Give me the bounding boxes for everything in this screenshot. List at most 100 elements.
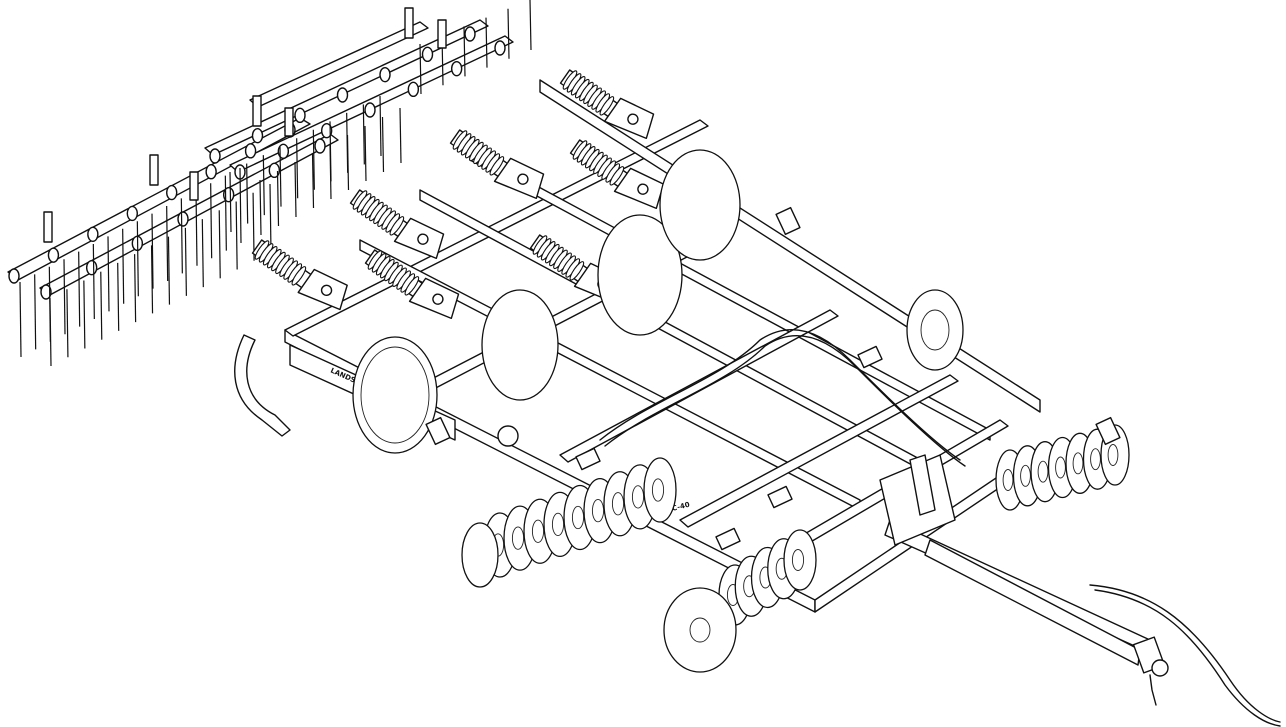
harrow-tine <box>122 228 125 304</box>
harrow-tine <box>151 213 154 289</box>
harrow-tine <box>167 236 171 305</box>
harrow-bushing <box>47 247 60 263</box>
harrow-tine <box>63 259 66 335</box>
harrow-tine <box>218 210 221 279</box>
harrow-tine <box>49 297 52 367</box>
harrow-tine <box>507 8 510 59</box>
hydraulic-hose-a <box>1089 584 1281 723</box>
harrow-tine <box>229 171 232 233</box>
disc-gang-right <box>995 424 1130 511</box>
harrow-tine <box>150 245 154 314</box>
disc-blade <box>643 457 677 523</box>
hydraulic-hose-b <box>1094 589 1281 727</box>
harrow-bushing <box>87 226 99 242</box>
harrow-bushing <box>320 122 333 139</box>
harrow-bushing <box>177 211 189 227</box>
coil-spring <box>349 189 445 260</box>
harrow-bushing <box>8 268 20 284</box>
harrow-tines <box>19 0 532 367</box>
harrow-tine <box>381 116 385 173</box>
gauge-wheel-right <box>906 289 964 371</box>
coil-spring <box>364 249 460 320</box>
harrow-tine <box>201 219 204 288</box>
harrow-tine <box>78 251 81 327</box>
disc-blade <box>783 529 817 591</box>
roller-center <box>481 289 559 401</box>
ripper-shank <box>234 334 291 437</box>
safety-chain <box>1149 674 1157 706</box>
harrow-tine <box>34 274 37 350</box>
harrow-tine <box>224 175 227 251</box>
harrow-tine <box>246 163 249 224</box>
harrow-tine <box>66 289 69 358</box>
harrow-bushing <box>464 26 476 42</box>
harrow-bushing <box>126 205 138 222</box>
harrow-tine <box>485 17 488 68</box>
harrow-tine <box>180 198 183 274</box>
rear-harrow-assembly <box>7 0 532 367</box>
harrow-bushing <box>450 60 463 77</box>
harrow-tine <box>235 201 238 270</box>
harrow-tine <box>92 243 95 320</box>
hitch-tongue <box>599 328 1281 727</box>
harrow-tine <box>239 167 242 244</box>
harrow-tine <box>399 107 402 164</box>
harrow-bushing <box>294 107 306 124</box>
harrow-bushing <box>277 143 290 160</box>
harrow-tine <box>529 0 532 51</box>
harrow-tine <box>311 152 315 209</box>
harrow-tine <box>279 146 282 207</box>
harrow-tine <box>195 190 198 266</box>
harrow-tine <box>184 227 187 296</box>
transport-wheel <box>461 522 737 673</box>
disc-gang-lower <box>718 529 817 626</box>
harrow-tine <box>259 179 262 236</box>
harrow-tine <box>364 125 367 182</box>
coil-spring <box>251 239 348 311</box>
harrow-bushing <box>494 40 506 56</box>
harrow-tine <box>210 183 213 259</box>
harrow-bushing <box>364 102 376 118</box>
harrow-tine <box>463 26 466 77</box>
harrow-bushing <box>209 148 221 164</box>
harrow-tine <box>136 221 139 297</box>
harrow-bushing <box>407 81 420 98</box>
harrow-tine <box>19 281 22 358</box>
harrow-tine <box>419 43 422 95</box>
coil-spring <box>569 139 665 210</box>
harrow-bushing <box>421 46 434 63</box>
harrow-tine <box>134 254 137 323</box>
harrow-tine <box>294 161 297 218</box>
harrow-tine <box>296 138 299 199</box>
roller-mid <box>597 214 683 336</box>
harrow-tine <box>379 95 382 157</box>
harrow-tine <box>117 262 120 331</box>
harrow-bushing <box>268 162 281 179</box>
harrow-tine <box>276 170 280 227</box>
harrow-tine <box>166 205 169 282</box>
harrow-tine <box>107 236 110 312</box>
harrow-tine <box>329 143 332 200</box>
harrow-bushing <box>314 138 326 154</box>
mounting-plates <box>425 206 1121 551</box>
harrow-bushing <box>244 143 257 159</box>
harrow-tine <box>346 134 350 191</box>
harrow-bushing <box>166 184 178 201</box>
harrow-tine <box>362 104 365 165</box>
harrow-bushing <box>379 66 391 83</box>
harrow-bushing <box>251 127 264 144</box>
coil-spring <box>449 129 545 200</box>
harrow-tine <box>262 155 265 216</box>
harrow-bushing <box>40 284 52 300</box>
harrow-posts <box>43 7 447 243</box>
harrow-tine <box>252 192 255 261</box>
hitch-pin <box>1151 659 1169 677</box>
harrow-tine <box>269 183 272 253</box>
harrow-tine <box>100 271 103 340</box>
harrow-bushing <box>85 259 98 276</box>
harrow-tine <box>83 280 86 349</box>
harrow-bushing <box>336 87 349 103</box>
roller-left <box>352 336 438 454</box>
